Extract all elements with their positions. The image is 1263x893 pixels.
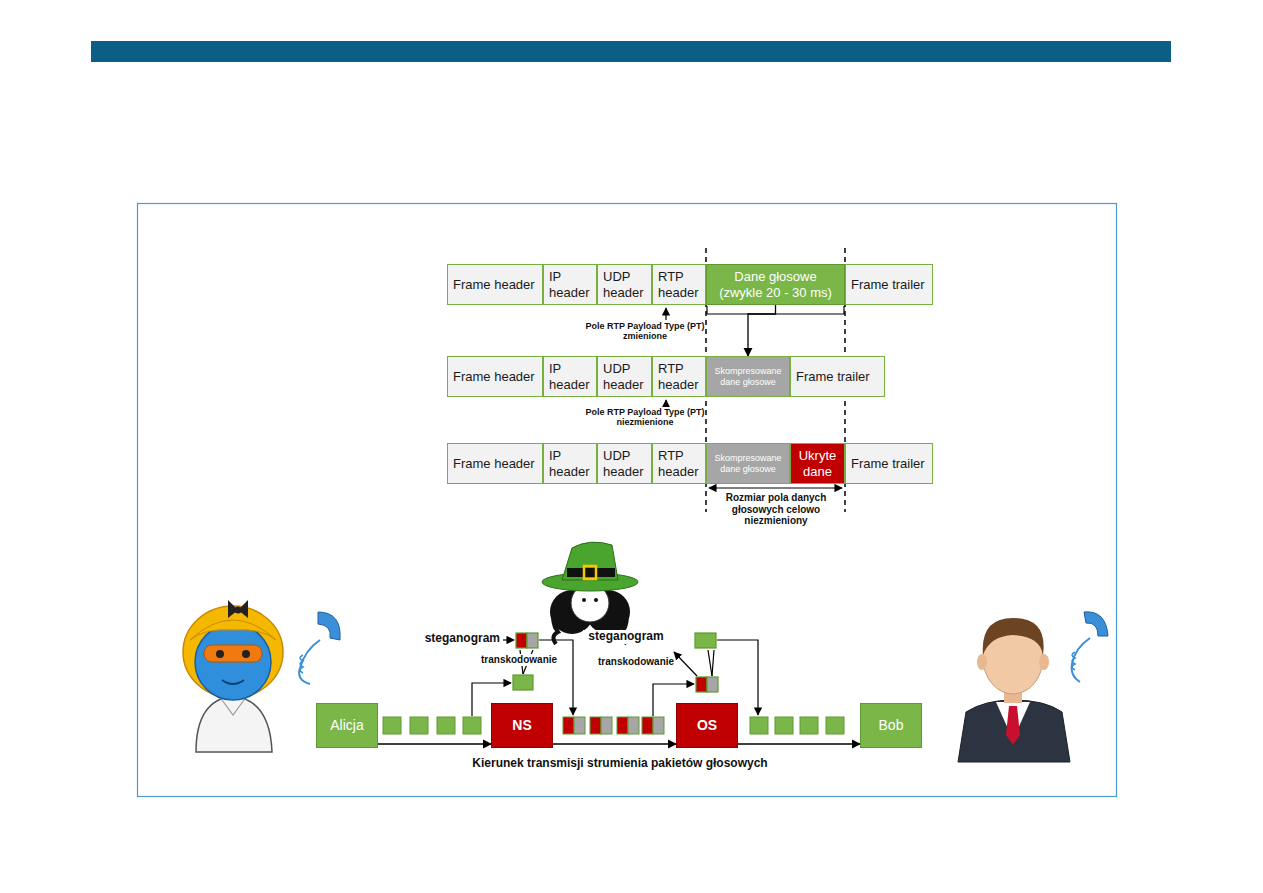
field-text: UDP header	[603, 448, 646, 479]
field-text: Frame trailer	[851, 456, 927, 472]
field-text: Skompresowane dane głosowe	[710, 366, 786, 388]
field-text: RTP header	[658, 361, 700, 392]
voice-data-field: Dane głosowe (zwykle 20 - 30 ms)	[706, 264, 845, 305]
field-text: IP header	[549, 361, 591, 392]
leader-arrow	[665, 400, 666, 406]
phone-icon	[299, 612, 340, 684]
field-text: RTP header	[658, 269, 700, 300]
field-text: Frame header	[453, 369, 537, 385]
field-text: RTP header	[658, 448, 700, 479]
phone-icon	[1072, 612, 1108, 682]
compressed-data-field: Skompresowane dane głosowe	[706, 443, 790, 484]
voice-packets	[750, 717, 844, 734]
witch-figure	[542, 542, 638, 644]
endpoint-box: Alicja	[316, 703, 378, 748]
header-field: Frame trailer	[845, 264, 933, 305]
field-text: Dane głosowe (zwykle 20 - 30 ms)	[711, 269, 840, 300]
bob-figure	[958, 618, 1070, 762]
header-band	[91, 41, 1171, 62]
compression-arrow	[748, 305, 776, 356]
header-field: RTP header	[652, 264, 706, 305]
header-field: RTP header	[652, 443, 706, 484]
annotation-label: Rozmiar pola danych głosowych celowo nie…	[708, 492, 844, 527]
header-field: Frame trailer	[790, 356, 885, 397]
field-text: Ukryte dane	[794, 448, 841, 479]
field-text: OS	[680, 717, 734, 734]
header-field: RTP header	[652, 356, 706, 397]
annotation-label: steganogram	[398, 632, 500, 646]
header-field: Frame header	[447, 356, 543, 397]
field-text: UDP header	[603, 269, 646, 300]
header-field: UDP header	[597, 443, 652, 484]
steg-node-box: NS	[491, 703, 553, 748]
field-text: Bob	[864, 717, 918, 734]
stream-arrow	[738, 743, 860, 744]
dimension-arrow	[709, 487, 842, 488]
field-text: NS	[495, 717, 549, 734]
field-text: Frame header	[453, 277, 537, 293]
alice-figure	[183, 600, 283, 752]
endpoint-box: Bob	[860, 703, 922, 748]
stego-packets	[563, 717, 664, 734]
voice-packets	[383, 717, 481, 734]
hidden-data-field: Ukryte dane	[790, 443, 845, 484]
annotation-label: steganogram	[583, 630, 669, 644]
annotation-label: transkodowanie	[481, 654, 559, 666]
header-field: Frame header	[447, 264, 543, 305]
header-field: IP header	[543, 356, 597, 397]
header-field: Frame trailer	[845, 443, 933, 484]
direction-caption: Kierunek transmisji strumienia pakietów …	[420, 757, 820, 771]
field-text: IP header	[549, 448, 591, 479]
steg-node-box: OS	[676, 703, 738, 748]
header-field: Frame header	[447, 443, 543, 484]
header-field: IP header	[543, 264, 597, 305]
header-field: UDP header	[597, 264, 652, 305]
field-text: Frame trailer	[851, 277, 927, 293]
field-text: Skompresowane dane głosowe	[710, 453, 786, 475]
annotation-label: transkodowanie	[598, 656, 668, 668]
compressed-data-field: Skompresowane dane głosowe	[706, 356, 790, 397]
header-field: IP header	[543, 443, 597, 484]
field-text: UDP header	[603, 361, 646, 392]
stream-arrow	[553, 743, 676, 744]
field-text: Frame header	[453, 456, 537, 472]
figure-frame	[138, 204, 1117, 797]
annotation-label: Pole RTP Payload Type (PT) zmienione	[585, 321, 705, 342]
annotation-label: Pole RTP Payload Type (PT) niezmienione	[585, 407, 705, 428]
leader-arrow	[665, 308, 666, 320]
stream-arrow	[378, 743, 491, 744]
field-text: Alicja	[320, 717, 374, 734]
header-field: UDP header	[597, 356, 652, 397]
field-text: Frame trailer	[796, 369, 879, 385]
field-text: IP header	[549, 269, 591, 300]
